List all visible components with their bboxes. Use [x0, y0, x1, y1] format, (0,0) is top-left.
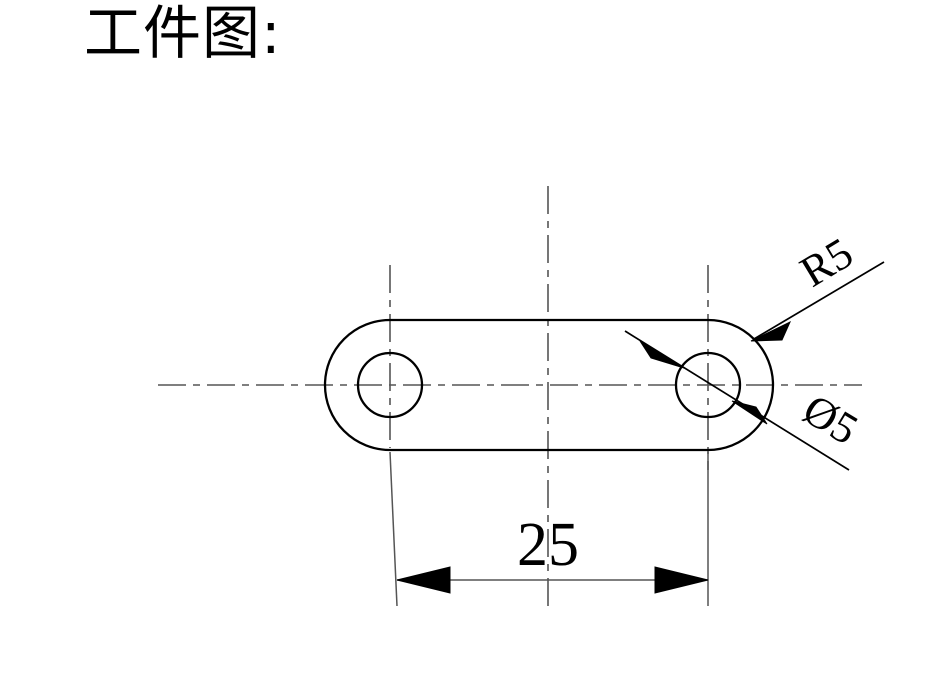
- workpiece-body-outline: [323, 318, 775, 452]
- page-title: 工件图:: [84, 0, 282, 67]
- diameter-leader-arrowhead-right: [731, 400, 768, 425]
- dimension-arrowhead-left: [396, 566, 451, 594]
- right-hole-circle: [674, 351, 742, 419]
- length-dimension-label: 25: [517, 511, 579, 579]
- dimension-arrowhead-right: [654, 566, 709, 594]
- length-dimension-group: 25: [389, 451, 709, 607]
- radius-leader-group: R5: [750, 228, 885, 342]
- centerlines-group: [158, 186, 862, 607]
- left-hole-circle: [356, 351, 424, 419]
- radius-leader-line: [753, 261, 885, 340]
- diameter-leader-arrowhead-left: [639, 340, 685, 369]
- radius-label: R5: [792, 228, 861, 296]
- left-extension-line: [389, 451, 398, 607]
- radius-leader-arrowhead: [750, 320, 792, 342]
